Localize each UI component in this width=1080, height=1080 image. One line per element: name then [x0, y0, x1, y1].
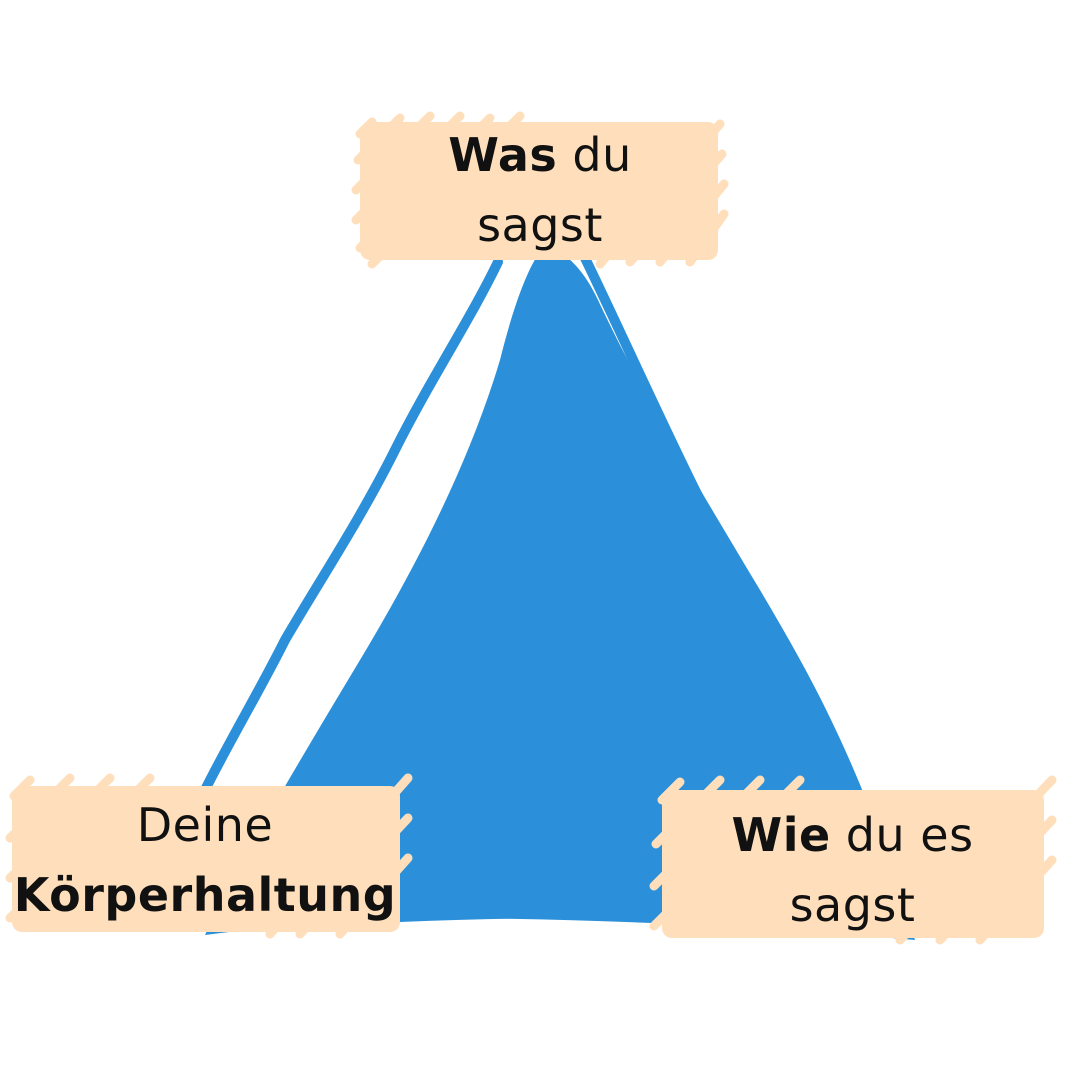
node-right-bold: Wie [731, 808, 831, 862]
node-deine-koerperhaltung: Deine Körperhaltung [10, 790, 400, 930]
right-label-box [649, 775, 1057, 945]
node-right-rest: du es [830, 808, 974, 862]
node-right-line-2: sagst [789, 878, 916, 932]
node-right-line-1: Wie du es [731, 800, 973, 870]
node-left-line-1: Deine [136, 798, 274, 852]
triangle-shape [205, 245, 915, 940]
node-top-rest: du [557, 128, 632, 182]
top-label-box [351, 111, 729, 269]
left-label-box [5, 773, 413, 939]
triangle-left-scribble [200, 257, 503, 795]
triangle-bottom-scribble [396, 909, 704, 922]
node-was-du-sagst: Was du sagst [360, 120, 720, 260]
node-top-line-2: sagst [477, 198, 603, 252]
triangle-right-scribble [580, 253, 870, 825]
node-left-bold: Körperhaltung [13, 868, 397, 922]
node-top-line-1: Was du [448, 120, 632, 190]
node-top-bold: Was [448, 128, 558, 182]
node-wie-du-es-sagst: Wie du es sagst [660, 800, 1045, 940]
node-left-line-2: Körperhaltung [14, 860, 396, 930]
